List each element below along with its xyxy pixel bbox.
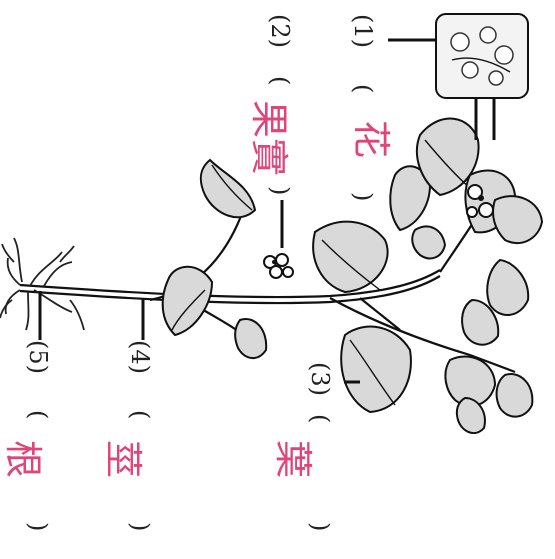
label-number: (5) [24,340,52,374]
leaf [487,260,528,315]
leaf [412,226,445,258]
roots [0,238,84,330]
leaf [493,196,542,243]
label-open-paren: ( [24,410,52,419]
label-answer: 莖 [101,440,145,478]
label-number: (3) [306,362,334,396]
leaf [497,374,533,417]
label-open-paren: ( [126,410,154,419]
label-4: (4) ( 莖 ) [101,340,154,531]
leaf [341,327,411,412]
label-answer: 果實 [247,100,291,176]
leaves [163,119,542,433]
leaf [235,319,266,358]
label-2: (2) ( 果實 ) [247,14,294,195]
label-close-paren: ) [266,186,294,195]
stem [20,205,515,372]
label-close-paren: ) [349,192,377,201]
label-open-paren: ( [306,414,334,423]
leaf [163,267,212,335]
label-number: (2) [266,14,294,48]
label-number: (1) [349,14,377,48]
leaf [313,222,387,292]
label-5: (5) ( 根 ) [1,340,52,531]
label-close-paren: ) [24,522,52,531]
label-close-paren: ) [126,522,154,531]
fruits [264,254,293,278]
label-close-paren: ) [306,522,334,531]
leaf [201,160,255,217]
label-answer: 花 [349,120,393,158]
label-open-paren: ( [349,84,377,93]
label-3: (3) ( 葉 ) [271,362,334,531]
label-number: (4) [126,340,154,374]
label-open-paren: ( [266,76,294,85]
label-answer: 葉 [271,440,315,478]
label-1: (1) ( 花 ) [349,14,393,201]
label-answer: 根 [1,440,45,478]
